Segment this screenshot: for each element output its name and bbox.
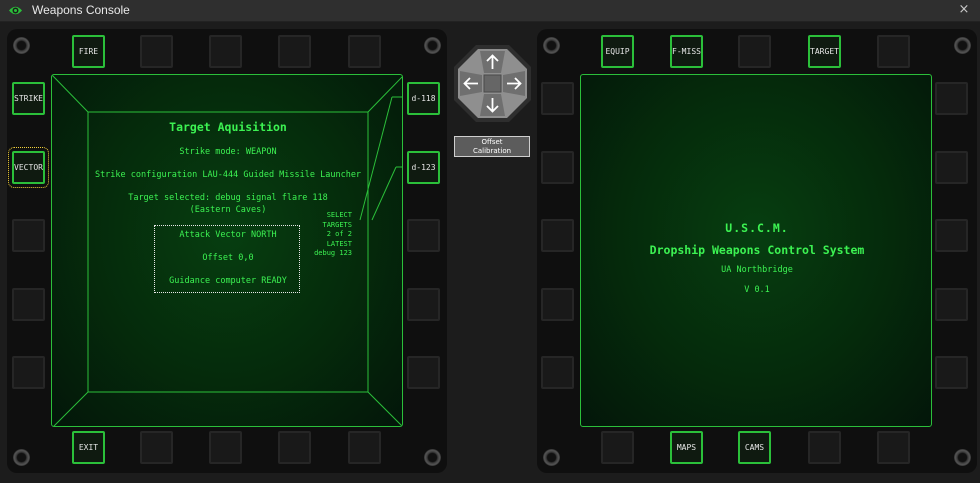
screw-icon: [424, 37, 441, 54]
close-button[interactable]: ×: [958, 2, 970, 17]
title-bar: Weapons Console ×: [0, 0, 980, 22]
strike-button[interactable]: STRIKE: [12, 82, 45, 115]
down-arrow-icon[interactable]: [480, 94, 505, 116]
left-top-button-4[interactable]: [278, 35, 311, 68]
cams-button[interactable]: CAMS: [738, 431, 771, 464]
perspective-frame: [52, 75, 402, 426]
screw-icon: [543, 37, 560, 54]
screw-icon: [13, 449, 30, 466]
screw-icon: [954, 449, 971, 466]
right-panel-left-button-2[interactable]: [541, 151, 574, 184]
left-top-button-5[interactable]: [348, 35, 381, 68]
left-bottom-button-5[interactable]: [348, 431, 381, 464]
calibration-label-line-2: Calibration: [472, 147, 512, 155]
strike-mode-text: Strike mode: WEAPON: [179, 147, 277, 157]
right-bottom-button-4[interactable]: [808, 431, 841, 464]
screen-heading: Target Aquisition: [169, 120, 287, 134]
left-bottom-button-2[interactable]: [140, 431, 173, 464]
up-arrow-icon[interactable]: [480, 51, 505, 73]
screw-icon: [954, 37, 971, 54]
left-top-button-2[interactable]: [140, 35, 173, 68]
usc-title: U.S.C.M.: [725, 221, 789, 235]
center-button[interactable]: [483, 74, 502, 93]
version-text: V 0.1: [744, 285, 770, 295]
eye-icon: [9, 6, 22, 15]
right-side-button-3[interactable]: [407, 219, 440, 252]
fire-button[interactable]: FIRE: [72, 35, 105, 68]
right-panel-right-button-3[interactable]: [935, 219, 968, 252]
left-top-button-3[interactable]: [209, 35, 242, 68]
left-side-button-3[interactable]: [12, 219, 45, 252]
right-arrow-icon[interactable]: [503, 71, 525, 96]
right-top-button-3[interactable]: [738, 35, 771, 68]
right-side-button-5[interactable]: [407, 356, 440, 389]
right-panel-left-button-1[interactable]: [541, 82, 574, 115]
system-subtitle: Dropship Weapons Control System: [649, 243, 865, 257]
select-targets-label: SELECT TARGETS 2 of 2 LATEST debug 123: [314, 211, 352, 257]
left-side-button-4[interactable]: [12, 288, 45, 321]
calibration-label-line-1: Offset: [481, 138, 503, 146]
right-panel-left-button-5[interactable]: [541, 356, 574, 389]
right-panel-left-button-3[interactable]: [541, 219, 574, 252]
right-panel-right-button-2[interactable]: [935, 151, 968, 184]
right-panel-right-button-5[interactable]: [935, 356, 968, 389]
left-arrow-icon[interactable]: [460, 71, 482, 96]
right-bottom-button-5[interactable]: [877, 431, 910, 464]
left-side-button-5[interactable]: [12, 356, 45, 389]
offset-text: Offset 0,0: [202, 253, 254, 263]
direction-pad: [454, 45, 531, 122]
screw-icon: [13, 37, 30, 54]
strike-config-text: Strike configuration LAU-444 Guided Miss…: [94, 170, 362, 180]
screw-icon: [424, 449, 441, 466]
right-top-button-5[interactable]: [877, 35, 910, 68]
d-123-button[interactable]: d-123: [407, 151, 440, 184]
exit-button[interactable]: EXIT: [72, 431, 105, 464]
window-title: Weapons Console: [32, 3, 130, 17]
right-panel-right-button-1[interactable]: [935, 82, 968, 115]
left-display-screen: Target Aquisition Strike mode: WEAPON St…: [51, 74, 403, 427]
target-button[interactable]: TARGET: [808, 35, 841, 68]
left-bottom-button-3[interactable]: [209, 431, 242, 464]
right-display-screen: U.S.C.M. Dropship Weapons Control System…: [580, 74, 932, 427]
attack-vector-text: Attack Vector NORTH: [179, 230, 277, 240]
vector-button[interactable]: VECTOR: [8, 147, 49, 188]
left-mfd-panel: FIRE STRIKE VECTOR d-118 d-123 EXIT: [7, 29, 447, 473]
screw-icon: [543, 449, 560, 466]
equip-button[interactable]: EQUIP: [601, 35, 634, 68]
right-panel-right-button-4[interactable]: [935, 288, 968, 321]
target-selected-text: Target selected: debug signal flare 118: [128, 193, 328, 203]
right-mfd-panel: EQUIP F-MISS TARGET MAPS CAMS U.S.C.M. D…: [537, 29, 977, 473]
target-location-text: (Eastern Caves): [189, 205, 267, 215]
f-miss-button[interactable]: F-MISS: [670, 35, 703, 68]
right-side-button-4[interactable]: [407, 288, 440, 321]
ship-name: UA Northbridge: [721, 265, 793, 275]
left-bottom-button-4[interactable]: [278, 431, 311, 464]
guidance-text: Guidance computer READY: [169, 276, 287, 286]
offset-calibration-button[interactable]: Offset Calibration: [454, 136, 530, 157]
attack-vector-panel: Attack Vector NORTH Offset 0,0 Guidance …: [154, 225, 300, 293]
d-118-button[interactable]: d-118: [407, 82, 440, 115]
right-panel-left-button-4[interactable]: [541, 288, 574, 321]
right-bottom-button-1[interactable]: [601, 431, 634, 464]
maps-button[interactable]: MAPS: [670, 431, 703, 464]
